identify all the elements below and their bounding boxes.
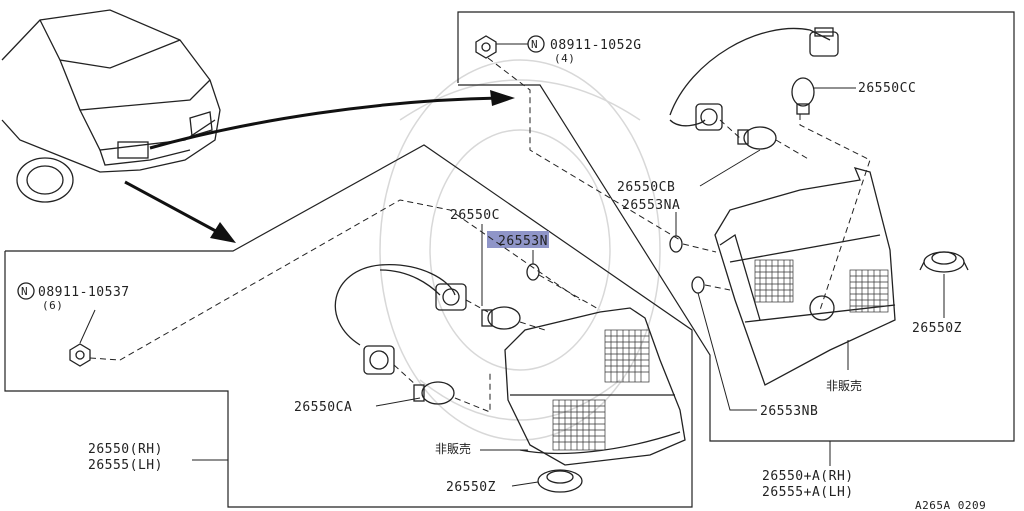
highlight-26553n [487, 231, 549, 248]
bulb-inner-small [737, 126, 777, 150]
label-not-sold-right: 非販売 [826, 378, 862, 393]
outer-lamp-assembly [504, 307, 686, 466]
right-group-frame [457, 11, 1015, 442]
n-symbol-left [17, 282, 35, 300]
watermark [379, 59, 661, 441]
n-symbol-top-letter: N [531, 38, 538, 51]
label-not-sold-left: 非販売 [435, 441, 471, 456]
washer-26553n [526, 263, 540, 281]
label-26550z-right: 26550Z [912, 321, 962, 336]
label-08911-1052g: 08911-1052G [550, 38, 642, 53]
arrow-head-bottom [210, 222, 236, 243]
car-rear-illustration [1, 9, 221, 203]
clip-26550z-left [537, 469, 583, 493]
label-26555a-lh: 26555+A(LH) [762, 485, 854, 500]
bulb-26550c [481, 306, 521, 330]
label-08911-10537: 08911-10537 [38, 285, 130, 300]
washer-26553na [669, 235, 683, 253]
arrow-to-inner-lamp [149, 96, 501, 150]
label-26553n: 26553N [498, 234, 548, 249]
label-26555-lh: 26555(LH) [88, 458, 163, 473]
arrow-head-top [490, 90, 515, 106]
nut-top [475, 35, 497, 59]
label-26550-rh: 26550(RH) [88, 442, 163, 457]
clip-26550z-right [919, 251, 969, 273]
inner-harness [669, 27, 839, 131]
inner-lamp-assembly [714, 167, 896, 386]
label-26550cb: 26550CB [617, 180, 675, 195]
label-26550z-left: 26550Z [446, 480, 496, 495]
nut-left [69, 343, 91, 367]
left-group-frame [4, 144, 693, 508]
arrow-to-outer-lamp [124, 180, 226, 238]
label-qty-left: (6) [42, 299, 63, 312]
bulb-26550ca [413, 381, 455, 405]
outer-harness [334, 264, 467, 375]
n-symbol-left-letter: N [21, 285, 28, 298]
label-26550c: 26550C [450, 208, 500, 223]
label-26550cc: 26550CC [858, 81, 916, 96]
label-26550ca: 26550CA [294, 400, 352, 415]
label-26550a-rh: 26550+A(RH) [762, 469, 854, 484]
label-26553nb: 26553NB [760, 404, 818, 419]
bulb-26550cc [791, 77, 815, 115]
diagram-code: A265A 0209 [915, 499, 986, 511]
washer-26553nb [691, 276, 705, 294]
label-26553na: 26553NA [622, 198, 680, 213]
label-qty-top: (4) [554, 52, 575, 65]
